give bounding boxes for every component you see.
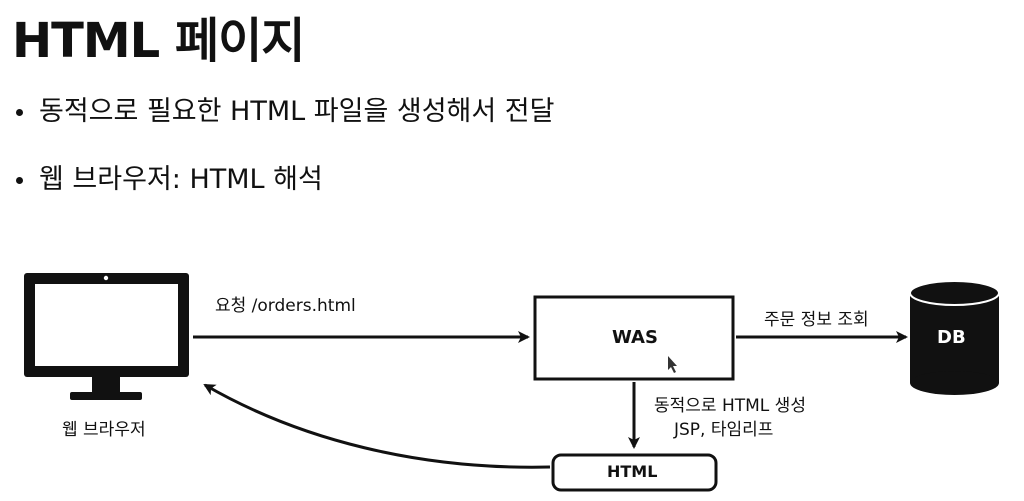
- generate-label-line2: JSP, 타임리프: [674, 420, 774, 440]
- bullet-dot-icon: [16, 177, 23, 185]
- response-arrow: [203, 383, 551, 469]
- cursor-icon: [668, 356, 677, 373]
- bullet-item: 웹 브라우저: HTML 해석: [12, 164, 555, 196]
- page-title: HTML 페이지: [12, 13, 305, 69]
- bullet-list: 동적으로 필요한 HTML 파일을 생성해서 전달 웹 브라우저: HTML 해…: [12, 96, 555, 233]
- bullet-text: 웹 브라우저: HTML 해석: [39, 164, 323, 196]
- html-box-label: HTML: [607, 462, 658, 481]
- html-box: [551, 453, 718, 492]
- was-box: [533, 295, 735, 381]
- monitor-icon: [24, 273, 189, 400]
- was-label: WAS: [612, 327, 658, 348]
- generate-label-line1: 동적으로 HTML 생성: [654, 396, 806, 416]
- bullet-dot-icon: [16, 108, 23, 116]
- bullet-text: 동적으로 필요한 HTML 파일을 생성해서 전달: [39, 96, 555, 127]
- db-query-label: 주문 정보 조회: [764, 310, 869, 330]
- browser-label: 웹 브라우저: [62, 420, 146, 440]
- db-label: DB: [937, 327, 966, 348]
- request-label: 요청 /orders.html: [215, 296, 356, 316]
- bullet-item: 동적으로 필요한 HTML 파일을 생성해서 전달: [12, 96, 555, 128]
- database-icon: [909, 280, 1000, 395]
